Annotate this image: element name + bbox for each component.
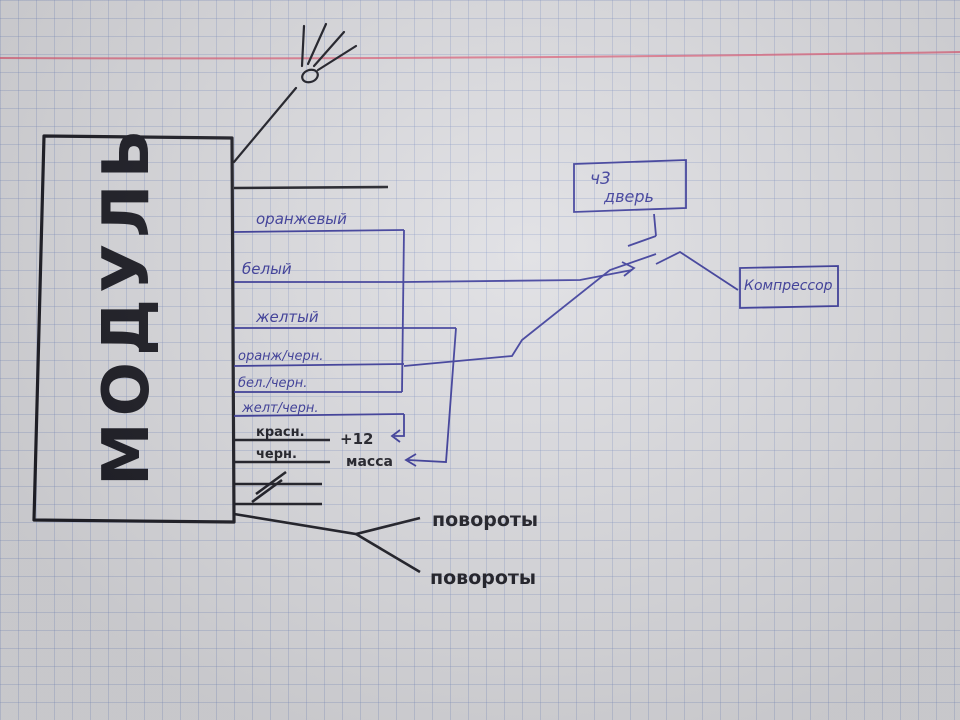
wire-label-yellow-black: желт/черн.	[241, 401, 319, 416]
paper-margin-line	[0, 51, 960, 60]
wire-label-red: красн.	[256, 425, 305, 440]
terminal-plus12: +12	[340, 430, 373, 448]
terminal-ground: масса	[346, 454, 393, 470]
module-label: МОДУЛЬ	[90, 124, 164, 486]
compressor-box	[739, 265, 839, 309]
door-box-line2: дверь	[603, 187, 654, 206]
wire-top-unlabeled	[233, 185, 389, 190]
blue-wire-leads	[233, 213, 739, 467]
wire-label-black: черн.	[256, 447, 297, 462]
wire-label-orange: оранжевый	[256, 210, 347, 228]
wire-label-orange-black: оранж/черн.	[238, 349, 323, 364]
turn-signal-label-2: повороты	[430, 567, 536, 589]
door-box-line1: ч3	[590, 169, 611, 189]
wire-label-white-black: бел./черн.	[238, 376, 307, 391]
wire-label-white: белый	[242, 260, 292, 278]
antenna-icon	[232, 22, 358, 164]
wire-label-yellow: желтый	[255, 308, 319, 326]
module-box	[32, 134, 236, 524]
turn-signal-label-1: повороты	[432, 509, 538, 531]
black-wire-leads	[233, 438, 421, 574]
compressor-label: Компрессор	[744, 278, 833, 294]
door-box	[573, 159, 687, 213]
